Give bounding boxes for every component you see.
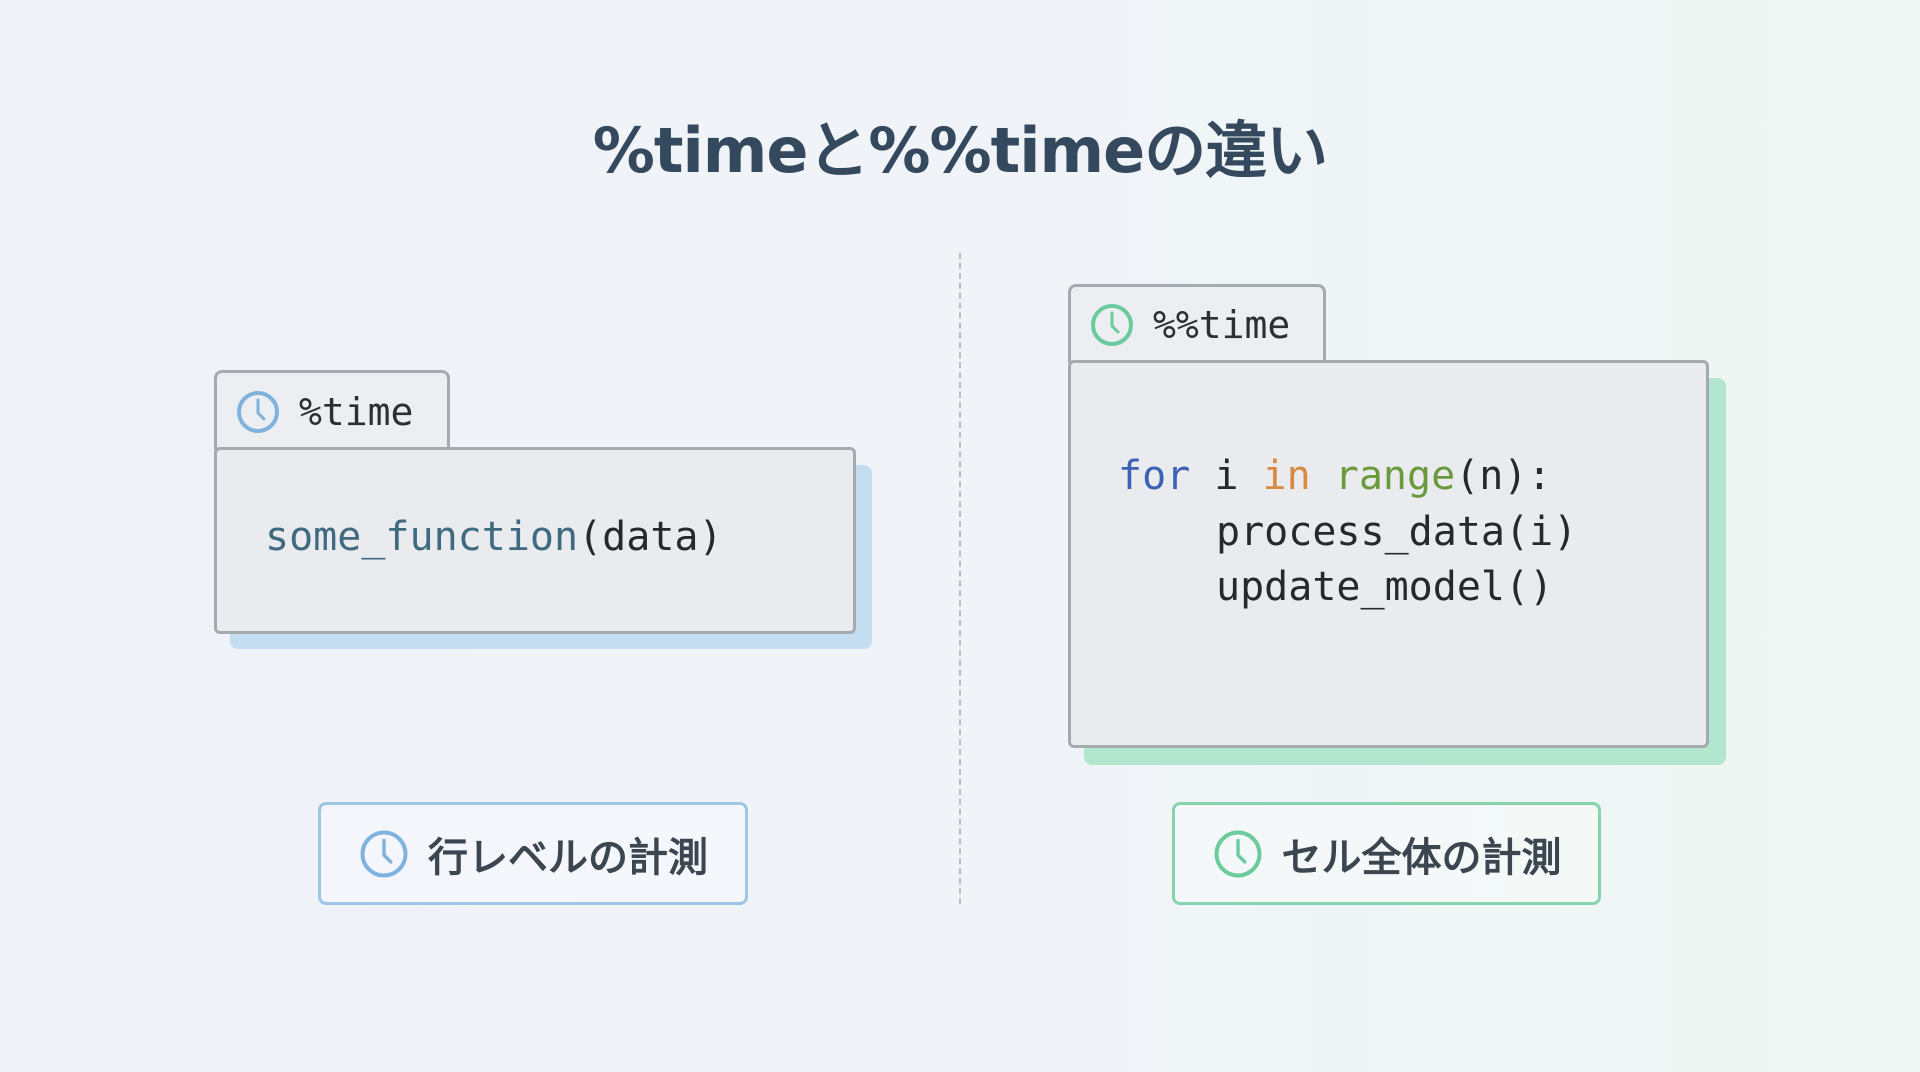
right-footer-label: セル全体の計測	[1172, 802, 1601, 905]
left-code-box: some_function(data)	[214, 447, 856, 634]
clock-icon	[1089, 302, 1135, 348]
code-line-2: process_data(i)	[1216, 509, 1578, 555]
code-var: i	[1190, 453, 1263, 499]
left-footer-label: 行レベルの計測	[318, 802, 748, 905]
tab-label: %%time	[1153, 303, 1291, 347]
clock-icon	[235, 389, 281, 435]
code-keyword-in: in	[1262, 453, 1311, 499]
right-code-box: for i in range(n): process_data(i) updat…	[1068, 360, 1709, 748]
divider	[959, 253, 961, 904]
code-builtin-range: range	[1334, 453, 1456, 499]
right-tab: %%time	[1068, 284, 1326, 363]
tab-label: %time	[299, 389, 414, 434]
code-range-args: (n):	[1455, 453, 1552, 499]
code-args: (data)	[578, 514, 723, 560]
page-title: %timeと%%timeの違い	[592, 114, 1328, 187]
code-function-name: some_function	[265, 514, 579, 560]
code-line-3: update_model()	[1216, 564, 1554, 610]
code-keyword-for: for	[1118, 453, 1191, 499]
left-tab: %time	[214, 370, 450, 450]
clock-icon	[1212, 828, 1264, 880]
clock-icon	[358, 828, 410, 880]
footer-text: セル全体の計測	[1281, 834, 1562, 881]
footer-text: 行レベルの計測	[428, 834, 708, 881]
